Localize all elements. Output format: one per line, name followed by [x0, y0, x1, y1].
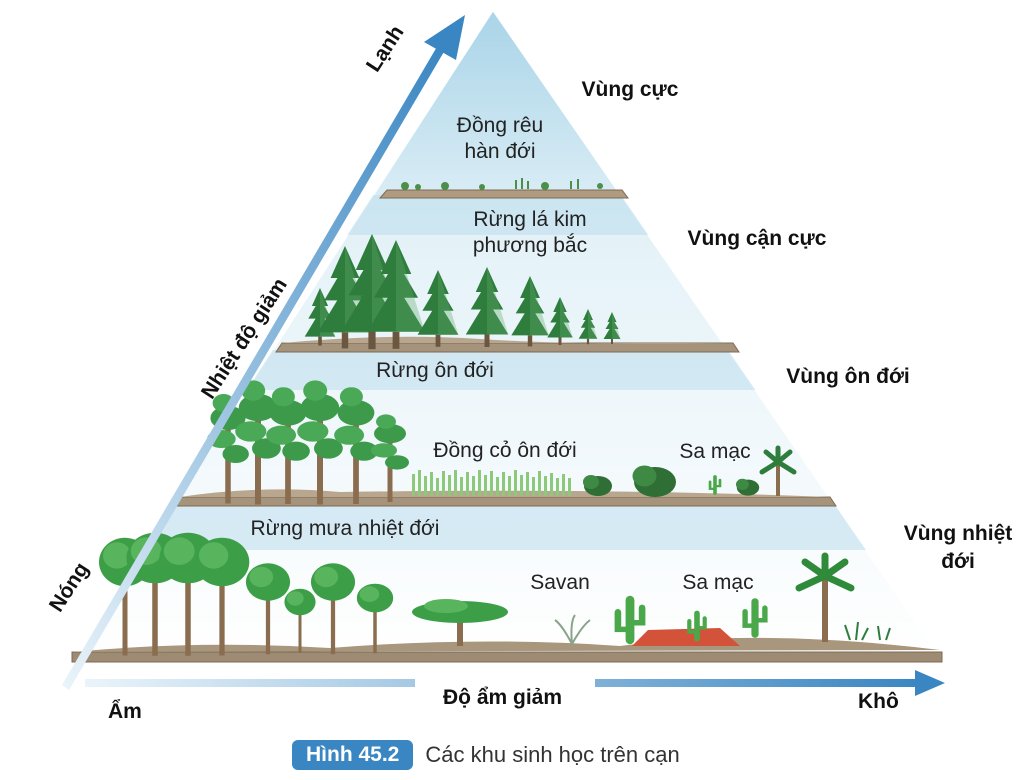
zone-polar-label: Vùng cực	[581, 78, 679, 101]
temperate-desert-plants	[583, 445, 797, 497]
temperate-forest-label: Rừng ôn đới	[376, 359, 494, 382]
tundra-plants	[401, 178, 603, 190]
temperature-axis-arrowhead	[424, 15, 465, 60]
temperate-grass	[412, 470, 571, 496]
temperate-grassland-label: Đồng cỏ ôn đới	[433, 439, 577, 462]
dry-label: Khô	[858, 690, 899, 713]
temperate-ground	[173, 496, 837, 507]
temperature-axis-arrow	[62, 45, 445, 690]
savanna-plants	[412, 599, 591, 646]
biome-pyramid-diagram	[62, 8, 945, 696]
zone-temperate-label: Vùng ôn đới	[786, 365, 910, 388]
figure-label-badge: Hình 45.2	[292, 740, 414, 770]
wet-label: Ẩm	[108, 700, 142, 723]
figure-caption: Hình 45.2 Các khu sinh học trên cạn	[292, 738, 680, 772]
temperate-desert-label: Sa mạc	[679, 440, 751, 463]
tropical-desert-plants	[614, 552, 891, 645]
tundra-ground	[378, 189, 629, 199]
tropical-desert-label: Sa mạc	[682, 571, 754, 594]
red-rock	[632, 628, 740, 646]
zone-subpolar-label: Vùng cận cực	[687, 227, 827, 250]
caption-text: Các khu sinh học trên cạn	[425, 742, 680, 767]
savanna-label: Savan	[530, 571, 590, 594]
rainforest-label: Rừng mưa nhiệt đới	[250, 517, 440, 540]
humidity-decrease-label: Độ ẩm giảm	[443, 686, 563, 709]
humidity-axis-arrowhead	[915, 670, 945, 696]
tropical-ground	[71, 651, 943, 663]
